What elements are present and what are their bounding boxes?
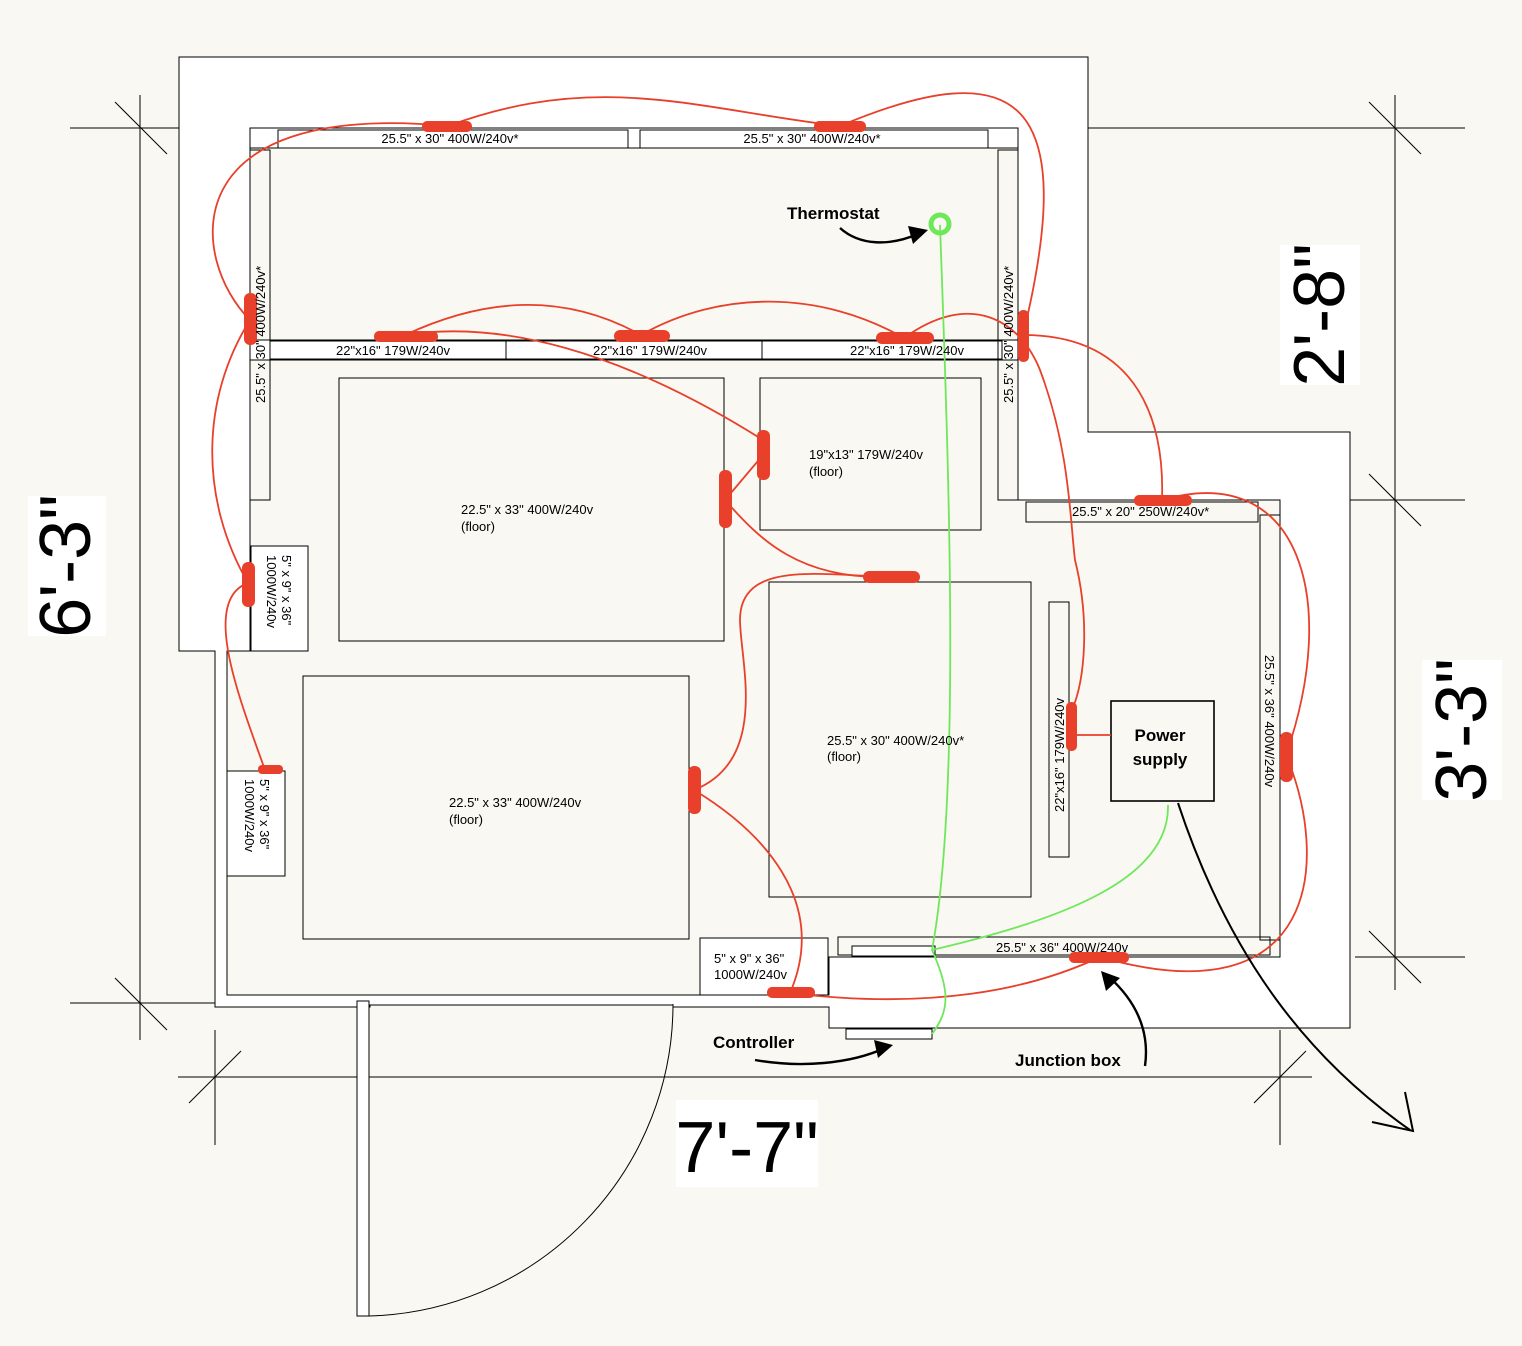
upper-shelf-strip [249, 127, 1019, 149]
mat-label-step-right: 25.5" x 20" 250W/240v* [1072, 504, 1209, 519]
mat-label-floor-small: 19"x13" 179W/240v [809, 447, 924, 462]
thermostat-sensor-icon [928, 212, 952, 236]
mat-label-floor-small-sub: (floor) [809, 464, 843, 479]
mat-label-floor-center-sub: (floor) [827, 749, 861, 764]
dimension-bottom: 7'-7" [675, 1108, 818, 1188]
power-supply-label-1: Power [1134, 726, 1185, 745]
mat-label-floor-large-1: 22.5" x 33" 400W/240v [461, 502, 594, 517]
connection-pads [242, 121, 1293, 998]
mat-label-floor-large-2: 22.5" x 33" 400W/240v [449, 795, 582, 810]
heater-label-1a: 5" x 9" x 36" [279, 555, 294, 626]
heater-label-3a: 5" x 9" x 36" [714, 951, 785, 966]
heater-wiring [211, 92, 1311, 1001]
dimension-labels: 6'-3" 2'-8" 3'-3" 7'-7" [26, 243, 1502, 1188]
mat-label-right-wall-lower: 25.5" x 36" 400W/240v [1262, 655, 1277, 788]
mat-label-floor-large-1-sub: (floor) [461, 519, 495, 534]
dimension-left: 6'-3" [26, 494, 106, 637]
dimension-lines [70, 95, 1465, 1145]
heater-label-1b: 1000W/240v [264, 555, 279, 628]
heater-label-2b: 1000W/240v [242, 779, 257, 852]
heater-label-2a: 5" x 9" x 36" [257, 779, 272, 850]
thermostat-label: Thermostat [787, 204, 880, 223]
mat-label-left-wall: 25.5" x 30" 400W/240v* [253, 266, 268, 403]
power-supply-label-2: supply [1133, 750, 1188, 769]
mat-label-floor-center: 25.5" x 30" 400W/240v* [827, 733, 964, 748]
mat-label-inner-wall: 22"x16" 179W/240v [1052, 697, 1067, 812]
mat-label-shelf-3: 22"x16" 179W/240v [850, 343, 965, 358]
dimension-right-bottom: 3'-3" [1422, 658, 1502, 801]
outer-wall [178, 56, 1351, 1029]
heater-label-3b: 1000W/240v [714, 967, 787, 982]
mat-label-top-left: 25.5" x 30" 400W/240v* [381, 131, 518, 146]
power-supply-box [1110, 700, 1215, 802]
sensor-wiring [928, 212, 1169, 1035]
mat-label-floor-large-2-sub: (floor) [449, 812, 483, 827]
mat-label-bottom-wall: 25.5" x 36" 400W/240v [996, 940, 1129, 955]
mat-label-shelf-1: 22"x16" 179W/240v [336, 343, 451, 358]
mat-label-top-right: 25.5" x 30" 400W/240v* [743, 131, 880, 146]
door [356, 1000, 674, 1317]
mat-label-right-wall-upper: 25.5" x 30" 400W/240v* [1001, 266, 1016, 403]
junction-box-label: Junction box [1015, 1051, 1121, 1070]
heating-mats [226, 129, 1281, 1040]
controller-label: Controller [713, 1033, 795, 1052]
mat-labels: 25.5" x 30" 400W/240v* 25.5" x 30" 400W/… [242, 131, 1277, 982]
callout-arrows [754, 226, 1415, 1133]
dimension-right-top: 2'-8" [1280, 243, 1360, 386]
mat-label-shelf-2: 22"x16" 179W/240v [593, 343, 708, 358]
